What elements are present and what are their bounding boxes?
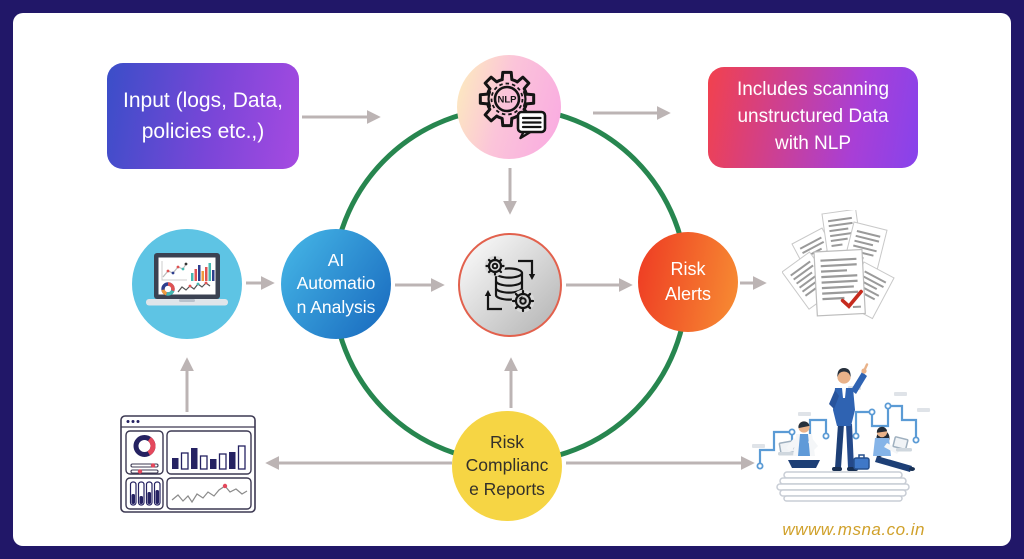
team-analysis-icon — [752, 363, 930, 502]
nlp-note-box: Includes scanning unstructured Data with… — [708, 67, 918, 168]
standing-person — [829, 363, 869, 471]
gear-large-icon — [511, 289, 535, 313]
circuit-lines — [758, 404, 918, 466]
risk-node-line: Risk — [670, 258, 706, 279]
chat-bubble-icon — [516, 110, 547, 140]
ai-automation-node: AI Automatio n Analysis — [281, 229, 391, 339]
sitting-person-right — [873, 426, 915, 472]
document-front-page — [813, 248, 866, 317]
compliance-node-line: e Reports — [469, 478, 545, 499]
ai-node-line: Automatio — [296, 273, 376, 294]
nlp-icon-label: NLP — [498, 95, 518, 106]
dashboard-report-icon — [120, 415, 256, 513]
gear-small-icon — [484, 255, 506, 277]
processing-node — [458, 233, 562, 337]
mini-bar-chart — [191, 263, 215, 281]
laptop-analytics-icon — [132, 229, 242, 339]
data-processing-icon — [484, 255, 536, 313]
risk-alerts-node: Risk Alerts — [638, 232, 738, 332]
risk-node-line: Alerts — [664, 284, 711, 304]
input-box: Input (logs, Data, policies etc.,) — [107, 63, 299, 169]
ai-node-line: n Analysis — [296, 296, 376, 317]
note-box-line: with NLP — [774, 132, 852, 154]
laptop-analytics-node — [132, 229, 242, 339]
input-box-line: Input (logs, Data, — [123, 88, 283, 112]
line-panel — [166, 477, 252, 510]
briefcase-icon — [853, 454, 870, 470]
circuit-nodes — [756, 402, 920, 470]
red-checkmark-icon — [840, 289, 863, 309]
screen-charts — [161, 261, 215, 296]
bar-panel — [166, 430, 252, 475]
ai-node-line: AI — [327, 249, 345, 270]
compliance-node-line: Risk — [489, 431, 525, 452]
watermark: wwww.msna.co.in — [782, 520, 925, 539]
compliance-node: Risk Complianc e Reports — [452, 411, 562, 521]
mini-pie-chart — [161, 282, 175, 296]
sitting-person-left — [778, 421, 820, 468]
risk-documents-icon — [782, 210, 895, 320]
nlp-node: NLP — [457, 55, 561, 159]
note-box-line: Includes scanning — [736, 79, 890, 101]
paper-platform — [776, 471, 910, 502]
battery-panel — [125, 477, 164, 510]
donut-panel — [125, 430, 164, 475]
nlp-gear-icon: NLP — [478, 70, 547, 140]
note-box-line: unstructured Data — [737, 106, 889, 128]
input-box-line: policies etc.,) — [141, 120, 265, 143]
compliance-node-line: Complianc — [465, 455, 549, 476]
